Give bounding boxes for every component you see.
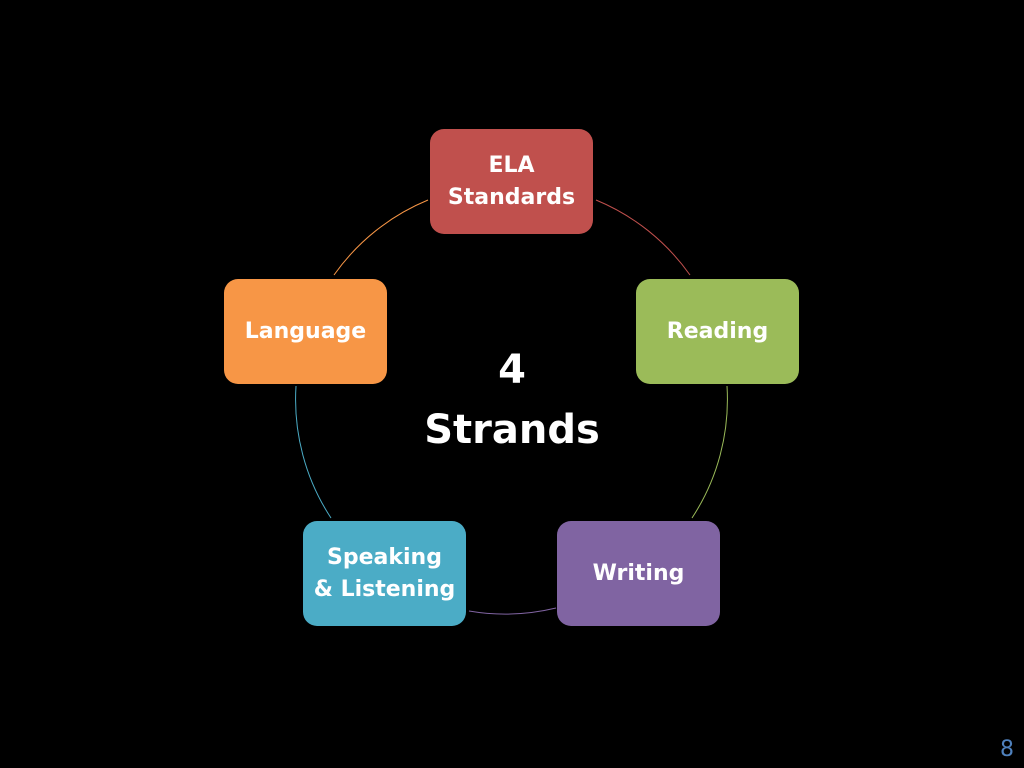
node-ela-standards: ELA Standards: [430, 129, 593, 234]
node-reading: Reading: [636, 279, 799, 384]
center-label-number: 4: [498, 347, 526, 393]
node-label: ELA Standards: [447, 152, 576, 210]
node-label: Reading: [666, 318, 769, 344]
connector-language-to-ela: [333, 199, 429, 276]
node-label: Language: [244, 318, 367, 344]
connector-speaking-to-language: [295, 385, 332, 519]
node-speaking-listening: Speaking & Listening: [303, 521, 466, 626]
connector-writing-to-speaking: [468, 607, 557, 615]
connector-reading-to-writing: [691, 385, 728, 519]
center-label-text: Strands: [424, 407, 600, 453]
node-language: Language: [224, 279, 387, 384]
page-number: 8: [1000, 737, 1014, 762]
node-writing: Writing: [557, 521, 720, 626]
node-label: Speaking & Listening: [313, 544, 456, 602]
center-label: 4 Strands: [412, 340, 612, 460]
node-label: Writing: [592, 560, 685, 586]
connector-ela-to-reading: [595, 199, 691, 276]
